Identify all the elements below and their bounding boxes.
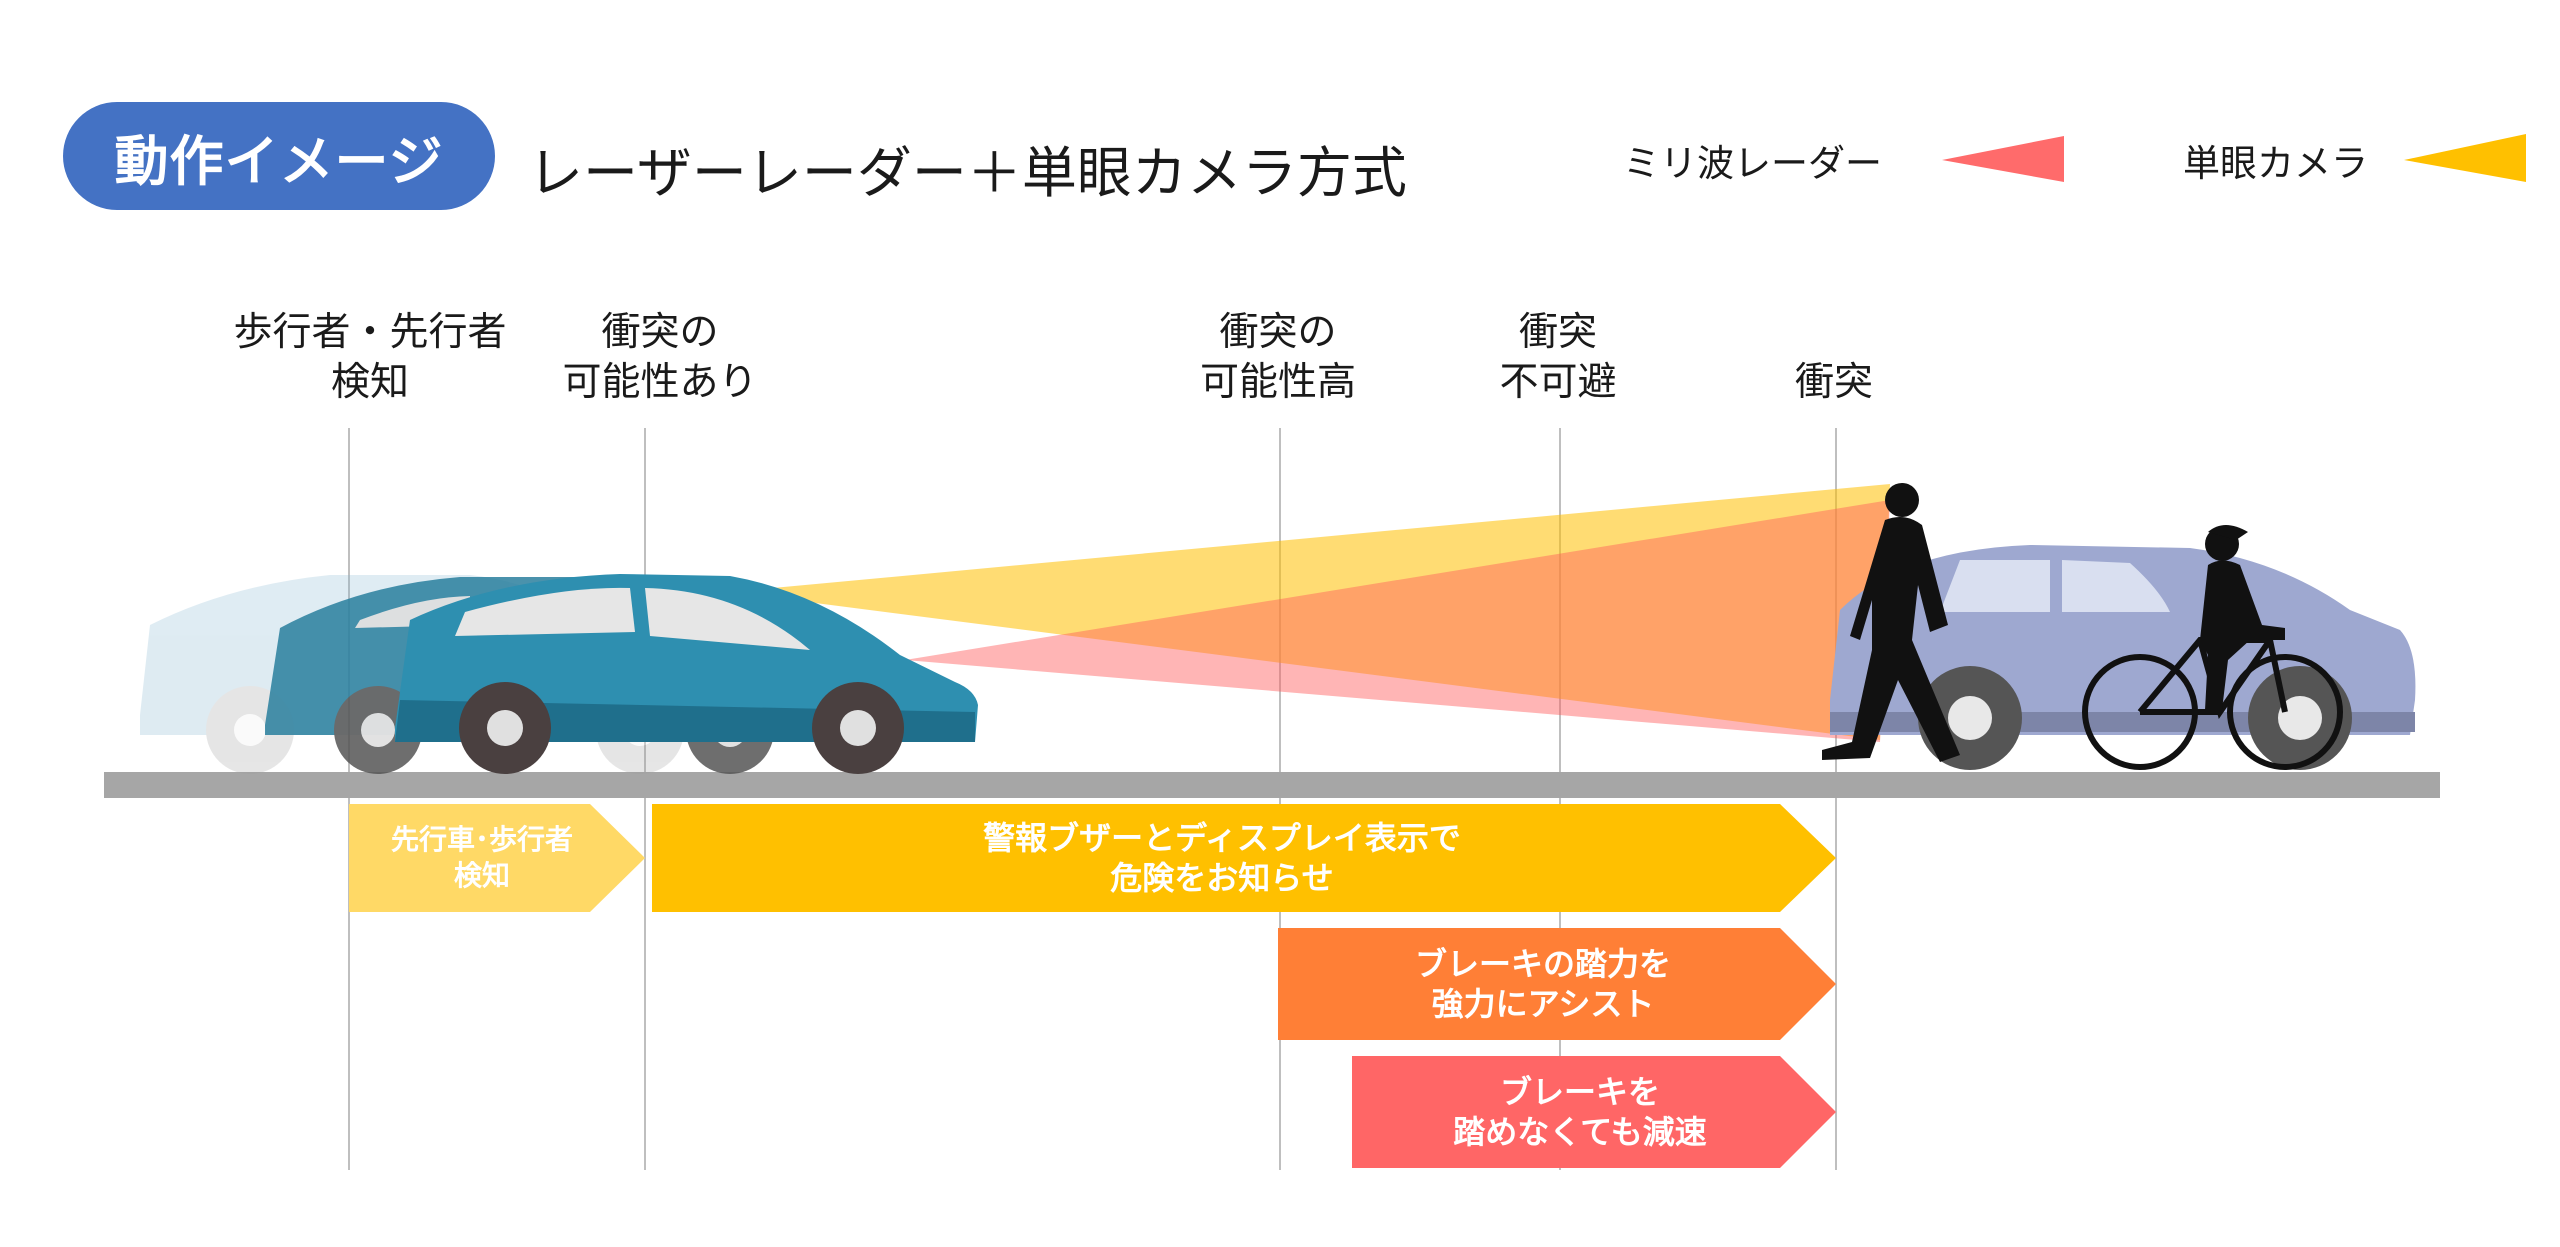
action-arrow-warning	[652, 804, 1836, 912]
cyclist-icon	[2082, 525, 2343, 770]
title-badge: 動作イメージ	[63, 102, 495, 210]
stage-label-collision: 衝突	[1794, 360, 1873, 405]
action-label-warning: 警報ブザーとディスプレイ表示で 危険をお知らせ	[983, 819, 1461, 897]
road	[104, 772, 2440, 798]
target-car-icon	[1830, 545, 2416, 770]
action-arrow-detect	[349, 804, 645, 912]
action-label-auto-brake: ブレーキを 踏めなくても減速	[1453, 1073, 1707, 1151]
stage-label-unavoidable: 衝突 不可避	[1499, 310, 1617, 405]
radar-beam	[905, 500, 1890, 742]
legend-camera-icon	[2404, 134, 2526, 182]
action-label-detect: 先行車･歩行者 検知	[390, 823, 573, 892]
page-subtitle: レーザーレーダー＋単眼カメラ方式	[528, 141, 1407, 205]
stage-label-detect: 歩行者・先行者 検知	[233, 310, 507, 405]
action-arrow-auto-brake	[1352, 1056, 1836, 1168]
camera-beam	[730, 484, 1890, 740]
action-label-brake-assist: ブレーキの踏力を 強力にアシスト	[1414, 945, 1671, 1023]
legend-radar-icon	[1942, 136, 2064, 182]
legend-radar-label: ミリ波レーダー	[1623, 142, 1882, 185]
action-arrow-brake-assist	[1278, 928, 1836, 1040]
stage-label-possible: 衝突の 可能性あり	[562, 310, 758, 405]
pedestrian-icon	[1822, 483, 1960, 762]
stage-label-high: 衝突の 可能性高	[1199, 310, 1356, 405]
ego-car-icon	[395, 574, 978, 774]
legend-camera-label: 単眼カメラ	[2183, 142, 2368, 185]
